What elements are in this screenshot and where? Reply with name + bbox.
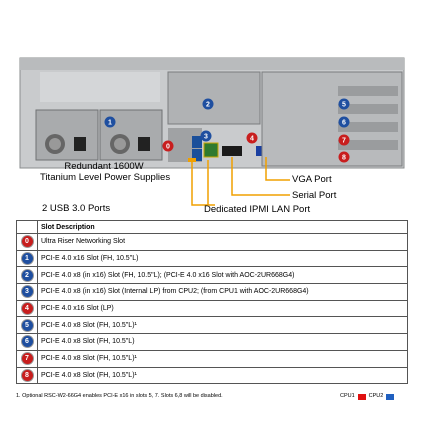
svg-text:1: 1 — [108, 120, 112, 127]
riser-slots-left — [167, 71, 261, 125]
legend-cpu2-label: CPU2 — [368, 393, 384, 399]
slot-description-cell: Ultra Riser Networking Slot — [37, 233, 408, 251]
table-row: 7 PCI-E 4.0 x8 Slot (FH, 10.5"L)¹ — [16, 349, 408, 368]
slot-bracket-8 — [338, 140, 398, 150]
serial-callout-line — [231, 157, 290, 196]
slot-number-badge: 5 — [21, 319, 33, 331]
slot-badge-3: 3 — [200, 130, 212, 142]
table-row: 6 PCI-E 4.0 x8 Slot (FH, 10.5"L) — [16, 333, 408, 351]
slot-number-cell: 5 — [16, 316, 38, 335]
table-row: 4 PCI-E 4.0 x16 Slot (LP) — [16, 299, 408, 318]
slot-number-badge: 2 — [21, 269, 33, 281]
slot-number-badge: 1 — [21, 253, 33, 265]
serial-callout: Serial Port — [292, 190, 337, 201]
legend-cpu1-label: CPU1 — [340, 393, 355, 399]
chassis-rear-illustration: 1 2 5 6 7 8 4 3 0 — [19, 57, 405, 206]
slot-description-cell: PCI-E 4.0 x8 Slot (FH, 10.5"L)¹ — [37, 366, 408, 385]
slot-number-cell: 0 — [16, 233, 38, 251]
slot-number-badge: 3 — [21, 286, 33, 298]
slot-number-cell: 6 — [16, 333, 38, 351]
psu-callout-line-1: Redundant 1600W — [64, 161, 144, 172]
slot-number-cell: 7 — [16, 349, 38, 368]
ipmi-lan-port — [203, 142, 219, 158]
table-header-row: Slot Description — [16, 220, 408, 234]
usb-port-1 — [192, 136, 202, 148]
slot-description-cell: PCI-E 4.0 x8 (in x16) Slot (Internal LP)… — [37, 283, 408, 301]
slot-description-cell: PCI-E 4.0 x16 Slot (FH, 10.5"L) — [37, 249, 408, 268]
svg-text:2: 2 — [206, 102, 210, 109]
svg-text:0: 0 — [166, 144, 170, 151]
slot-number-badge: 7 — [21, 353, 33, 365]
table-row: 2 PCI-E 4.0 x8 (in x16) Slot (FH, 10.5"L)… — [16, 266, 408, 285]
vga-callout: VGA Port — [292, 174, 332, 185]
slot-number-badge: 6 — [21, 336, 33, 348]
legend-cpu2-swatch — [386, 393, 395, 400]
serial-port — [222, 146, 242, 156]
table-header-description: Slot Description — [37, 220, 408, 234]
cpu-legend: CPU1 CPU2 — [340, 393, 395, 400]
psu-power-inlet-2 — [138, 137, 150, 151]
slot-bracket-6 — [338, 104, 398, 114]
slot-number-badge: 0 — [21, 236, 33, 248]
slot-badge-5: 5 — [338, 98, 350, 110]
table-row: 1 PCI-E 4.0 x16 Slot (FH, 10.5"L) — [16, 249, 408, 268]
slot-description-cell: PCI-E 4.0 x8 (in x16) Slot (FH, 10.5"L);… — [37, 266, 408, 285]
usb-port-2 — [192, 149, 202, 161]
svg-text:5: 5 — [342, 102, 346, 109]
slot-badge-1: 1 — [104, 116, 116, 128]
table-row: 3 PCI-E 4.0 x8 (in x16) Slot (Internal LP… — [16, 283, 408, 301]
slot-number-badge: 4 — [21, 303, 33, 315]
slot-badge-6: 6 — [338, 116, 350, 128]
slot-number-cell: 2 — [16, 266, 38, 285]
slot-badge-4: 4 — [246, 132, 258, 144]
slot-number-cell: 8 — [16, 366, 38, 385]
slot-badge-8: 8 — [338, 151, 350, 163]
svg-text:6: 6 — [342, 120, 346, 127]
slot-description-cell: PCI-E 4.0 x8 Slot (FH, 10.5"L)¹ — [37, 349, 408, 368]
vent-grid — [40, 72, 160, 102]
slot-bracket-5 — [338, 86, 398, 96]
table-row: 0 Ultra Riser Networking Slot — [16, 233, 408, 251]
slot-description-table: Slot Description 0 Ultra Riser Networking… — [16, 220, 408, 385]
svg-text:7: 7 — [342, 138, 346, 145]
svg-text:8: 8 — [342, 155, 346, 162]
usb-callout: 2 USB 3.0 Ports — [42, 203, 111, 214]
table-header-num — [16, 220, 38, 234]
slot-number-cell: 1 — [16, 249, 38, 268]
slot-description-cell: PCI-E 4.0 x16 Slot (LP) — [37, 299, 408, 318]
slot-number-cell: 4 — [16, 299, 38, 318]
psu-callout: Redundant 1600W Titanium Level Power Sup… — [40, 161, 171, 183]
slot-description-cell: PCI-E 4.0 x8 Slot (FH, 10.5"L) — [37, 333, 408, 351]
psu-bay-1 — [35, 109, 99, 161]
slot-number-badge: 8 — [21, 369, 33, 381]
slot-badge-2: 2 — [202, 98, 214, 110]
slot-badge-0: 0 — [162, 140, 174, 152]
table-row: 5 PCI-E 4.0 x8 Slot (FH, 10.5"L)¹ — [16, 316, 408, 335]
slot-number-cell: 3 — [16, 283, 38, 301]
slot-badge-7: 7 — [338, 134, 350, 146]
psu-power-inlet-1 — [74, 137, 86, 151]
legend-cpu1-swatch — [357, 393, 366, 400]
svg-text:3: 3 — [204, 134, 208, 141]
footnote: 1. Optional RSC-W2-66G4 enables PCI-E x1… — [16, 393, 223, 399]
vga-callout-line — [265, 157, 290, 181]
psu-callout-line-2: Titanium Level Power Supplies — [40, 172, 171, 183]
ipmi-callout: Dedicated IPMI LAN Port — [204, 204, 311, 215]
table-row: 8 PCI-E 4.0 x8 Slot (FH, 10.5"L)¹ — [16, 366, 408, 385]
chassis-top-rail — [20, 58, 404, 70]
callout-lines — [191, 157, 290, 206]
slot-bracket-7 — [338, 122, 398, 132]
slot-description-cell: PCI-E 4.0 x8 Slot (FH, 10.5"L)¹ — [37, 316, 408, 335]
svg-text:4: 4 — [250, 136, 254, 143]
